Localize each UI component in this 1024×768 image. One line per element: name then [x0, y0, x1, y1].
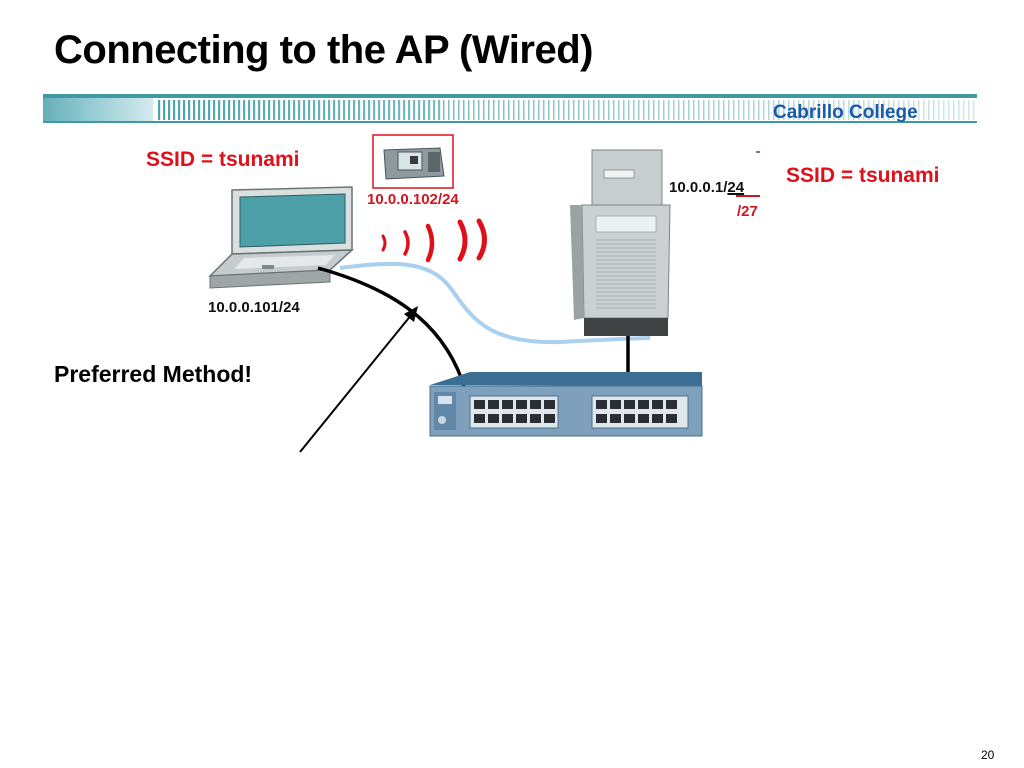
page-number: 20 [981, 748, 995, 762]
pc-card-icon [372, 134, 454, 189]
access-point-icon [570, 149, 671, 336]
laptop-icon [208, 186, 355, 289]
ap-ip-label: 10.0.0.1/24 [669, 179, 744, 196]
preferred-method-label: Preferred Method! [54, 361, 253, 387]
ssid-right-label: SSID = tsunami [786, 164, 940, 187]
slide-title: Connecting to the AP (Wired) [54, 28, 593, 72]
title-banner [43, 94, 977, 123]
ap-ip-prefix: 10.0.0.1/ [669, 179, 728, 196]
ap-ip-alt-mask: /27 [737, 203, 758, 220]
pc-card-ip-label: 10.0.0.102/24 [367, 191, 459, 208]
annotation-arrow [299, 306, 418, 453]
ethernet-cable-blue [339, 261, 651, 345]
switch-icon [429, 372, 703, 437]
ap-ip-mask: 24 [727, 179, 745, 196]
college-name: Cabrillo College [773, 102, 918, 123]
ssid-left-label: SSID = tsunami [146, 148, 300, 171]
wireless-waves-icon [381, 218, 487, 263]
laptop-ip-label: 10.0.0.101/24 [208, 299, 300, 316]
